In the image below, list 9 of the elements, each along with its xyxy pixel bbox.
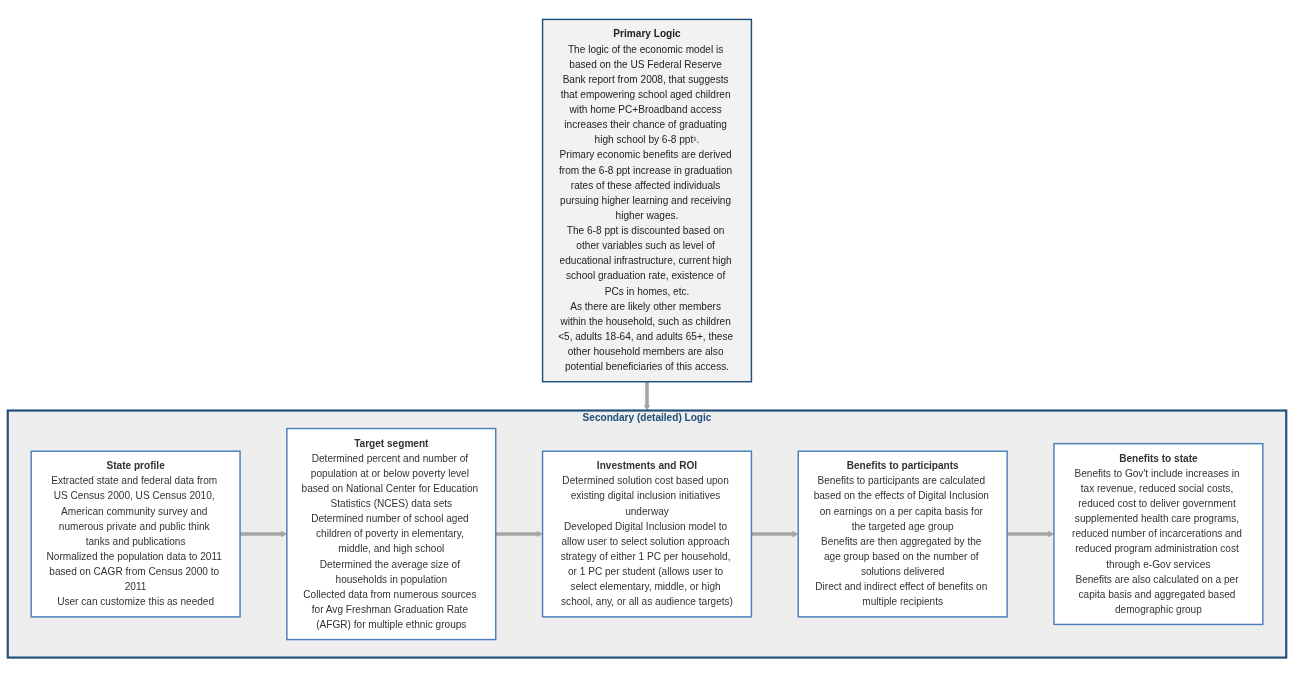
arrow bbox=[495, 530, 543, 538]
node-box: Benefits to participants Benefits to participants are calculated based on the effects of Digital Inclusion on earnings on a per capita basis for the targeted age group Benefits are then aggregated by the age group based on the number of solutions delivered Direct and indirect effect of benefits on multiple recipients bbox=[797, 450, 1008, 618]
node-box: State profile Extracted state and federal data from US Census 2000, US Census 2010, American community survey and numerous private and public think tanks and publications Normalized the population data to 2011 based on CAGR from Census 2000 to 2011 User can customize this as needed bbox=[30, 450, 241, 618]
node-box: Target segment Determined percent and number of population at or below poverty level based on National Center for Education Statistics (NCES) data sets Determined number of school aged children of poverty in elementary, middle, and high school Determined the average size of households in population Collected data from numerous sources for Avg Freshman Graduation Rate (AFGR) for multiple ethnic groups bbox=[286, 427, 497, 641]
node-box: Benefits to state Benefits to Gov't include increases in tax revenue, reduced social costs, reduced cost to deliver government supplemented health care programs, reduced number of incarcerations and reduced program administration cost through e-Gov services Benefits are also calculated on a per capita basis and aggregated based demographic group bbox=[1053, 442, 1264, 626]
arrow bbox=[643, 381, 651, 411]
node-box: Primary Logic The logic of the economic model is based on the US Federal Reserve Bank report from 2008, that suggests that empowering school aged children with home PC+Broadband access increases their chance of graduating high school by 6-8 ppt¹. Primary economic benefits are derived from the 6-8 ppt increase in graduation rates of these affected individuals pursuing higher learning and receiving higher wages. The 6-8 ppt is discounted based on other variables such as level of educational infrastructure, current high school graduation rate, existence of PCs in homes, etc. As there are likely other members within the household, such as children <5, adults 18-64, and adults 65+, these other household members are also potential beneficiaries of this access. bbox=[541, 18, 753, 383]
arrow bbox=[751, 530, 799, 538]
node-box: Investments and ROI Determined solution cost based upon existing digital inclusion initiatives underway Developed Digital Inclusion model to allow user to select solution approach strategy of either 1 PC per household, or 1 PC per student (allows user to select elementary, middle, or high school, any, or all as audience targets) bbox=[541, 450, 753, 618]
